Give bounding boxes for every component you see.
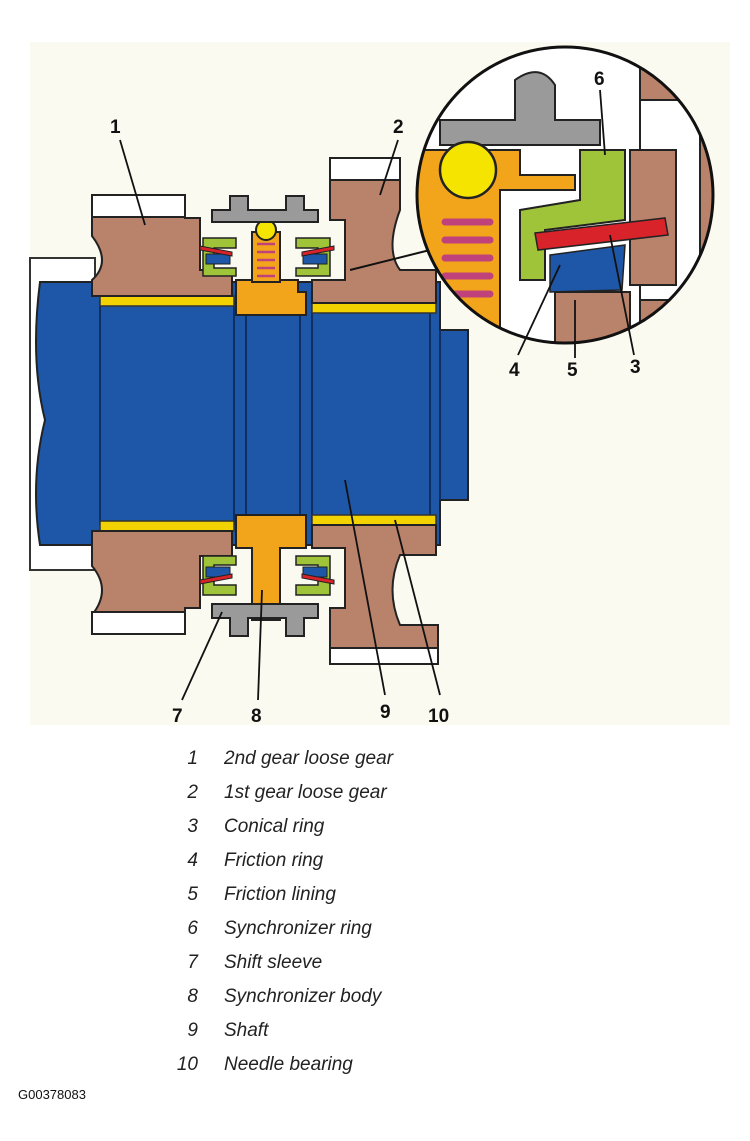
legend-number: 6 bbox=[187, 918, 198, 939]
legend-row: 8 Synchronizer body bbox=[160, 980, 440, 1014]
legend-number: 9 bbox=[187, 1020, 198, 1041]
legend-row: 9 Shaft bbox=[160, 1014, 440, 1048]
first-gear-loose-gear bbox=[311, 179, 439, 649]
legend-row: 7 Shift sleeve bbox=[160, 946, 440, 980]
legend-number: 8 bbox=[187, 986, 198, 1007]
legend-row: 4 Friction ring bbox=[160, 844, 440, 878]
second-gear-loose-gear bbox=[91, 194, 233, 633]
legend-row: 2 1st gear loose gear bbox=[160, 776, 440, 810]
synchronizer-ring bbox=[202, 237, 331, 596]
callout-4: 4 bbox=[509, 360, 520, 381]
legend-label: Conical ring bbox=[224, 816, 325, 837]
callout-3: 3 bbox=[630, 357, 641, 378]
parts-legend: 1 2nd gear loose gear 2 1st gear loose gea… bbox=[160, 742, 440, 1082]
callout-8: 8 bbox=[251, 706, 262, 727]
legend-label: Needle bearing bbox=[224, 1054, 353, 1075]
callout-6: 6 bbox=[594, 69, 605, 90]
legend-label: Shift sleeve bbox=[224, 952, 323, 973]
needle-bearing bbox=[99, 295, 437, 532]
legend-row: 10 Needle bearing bbox=[160, 1048, 440, 1082]
legend-label: 2nd gear loose gear bbox=[224, 748, 394, 769]
legend-number: 10 bbox=[176, 1054, 198, 1075]
legend-row: 5 Friction lining bbox=[160, 878, 440, 912]
legend-label: Shaft bbox=[224, 1020, 269, 1041]
legend-number: 3 bbox=[187, 816, 198, 837]
legend-number: 7 bbox=[187, 952, 198, 973]
callout-2: 2 bbox=[393, 117, 404, 138]
legend-label: Friction lining bbox=[224, 884, 336, 905]
callout-7: 7 bbox=[172, 706, 183, 727]
callout-5: 5 bbox=[567, 360, 578, 381]
shaft bbox=[35, 281, 469, 546]
legend-number: 4 bbox=[187, 850, 198, 871]
figure-code: G00378083 bbox=[18, 1087, 86, 1102]
conical-ring bbox=[199, 245, 335, 585]
legend-number: 1 bbox=[187, 748, 198, 769]
callout-9: 9 bbox=[380, 702, 391, 723]
callout-10: 10 bbox=[428, 706, 449, 727]
legend-number: 2 bbox=[187, 782, 198, 803]
legend-label: 1st gear loose gear bbox=[224, 782, 387, 803]
legend-row: 1 2nd gear loose gear bbox=[160, 742, 440, 776]
legend-label: Friction ring bbox=[224, 850, 324, 871]
legend-label: Synchronizer body bbox=[224, 986, 382, 1007]
legend-number: 5 bbox=[187, 884, 198, 905]
detent-spring bbox=[257, 242, 275, 278]
legend-label: Synchronizer ring bbox=[224, 918, 372, 939]
legend-row: 6 Synchronizer ring bbox=[160, 912, 440, 946]
shift-sleeve bbox=[211, 195, 319, 637]
legend-row: 3 Conical ring bbox=[160, 810, 440, 844]
zoom-leader-line bbox=[349, 249, 431, 271]
callout-1: 1 bbox=[110, 117, 121, 138]
